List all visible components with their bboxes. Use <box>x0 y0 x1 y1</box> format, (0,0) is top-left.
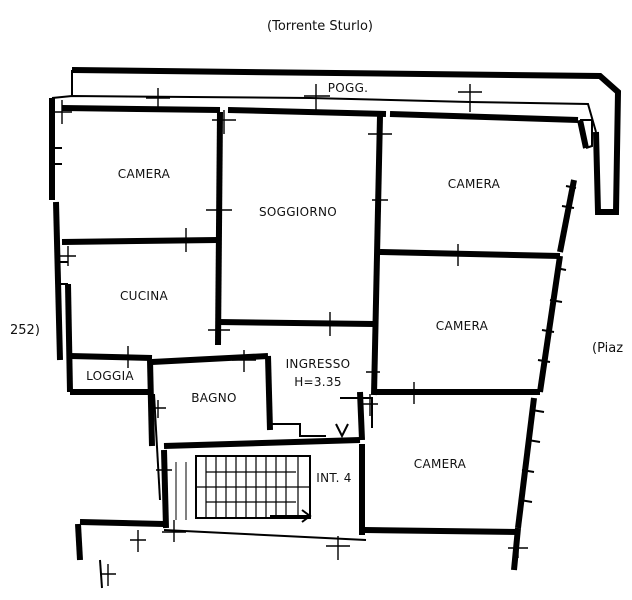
room-label-kitchen: CUCINA <box>120 289 169 303</box>
right-edge-label: (Piaz <box>592 341 623 356</box>
top-street-label: (Torrente Sturlo) <box>267 19 373 34</box>
ceiling-height-label: H=3.35 <box>294 375 342 389</box>
room-label-bedroom-mid-right: CAMERA <box>436 319 489 333</box>
stair-block <box>175 455 312 523</box>
balcony-outline <box>51 67 622 215</box>
wall-details <box>52 119 593 503</box>
unit-number-label: INT. 4 <box>316 471 352 485</box>
room-label-bathroom: BAGNO <box>191 391 236 405</box>
room-label-bedroom-top-right: CAMERA <box>448 177 501 191</box>
room-label-bedroom-top-left: CAMERA <box>118 167 171 181</box>
room-label-living: SOGGIORNO <box>259 205 337 219</box>
room-label-balcony: POGG. <box>328 81 369 95</box>
opening-marks <box>54 84 528 586</box>
room-label-bedroom-bottom-right: CAMERA <box>414 457 467 471</box>
exterior-walls <box>49 98 589 589</box>
room-label-loggia: LOGGIA <box>86 369 134 383</box>
left-edge-label: 252) <box>10 323 40 338</box>
room-label-entrance: INGRESSO <box>286 357 351 371</box>
